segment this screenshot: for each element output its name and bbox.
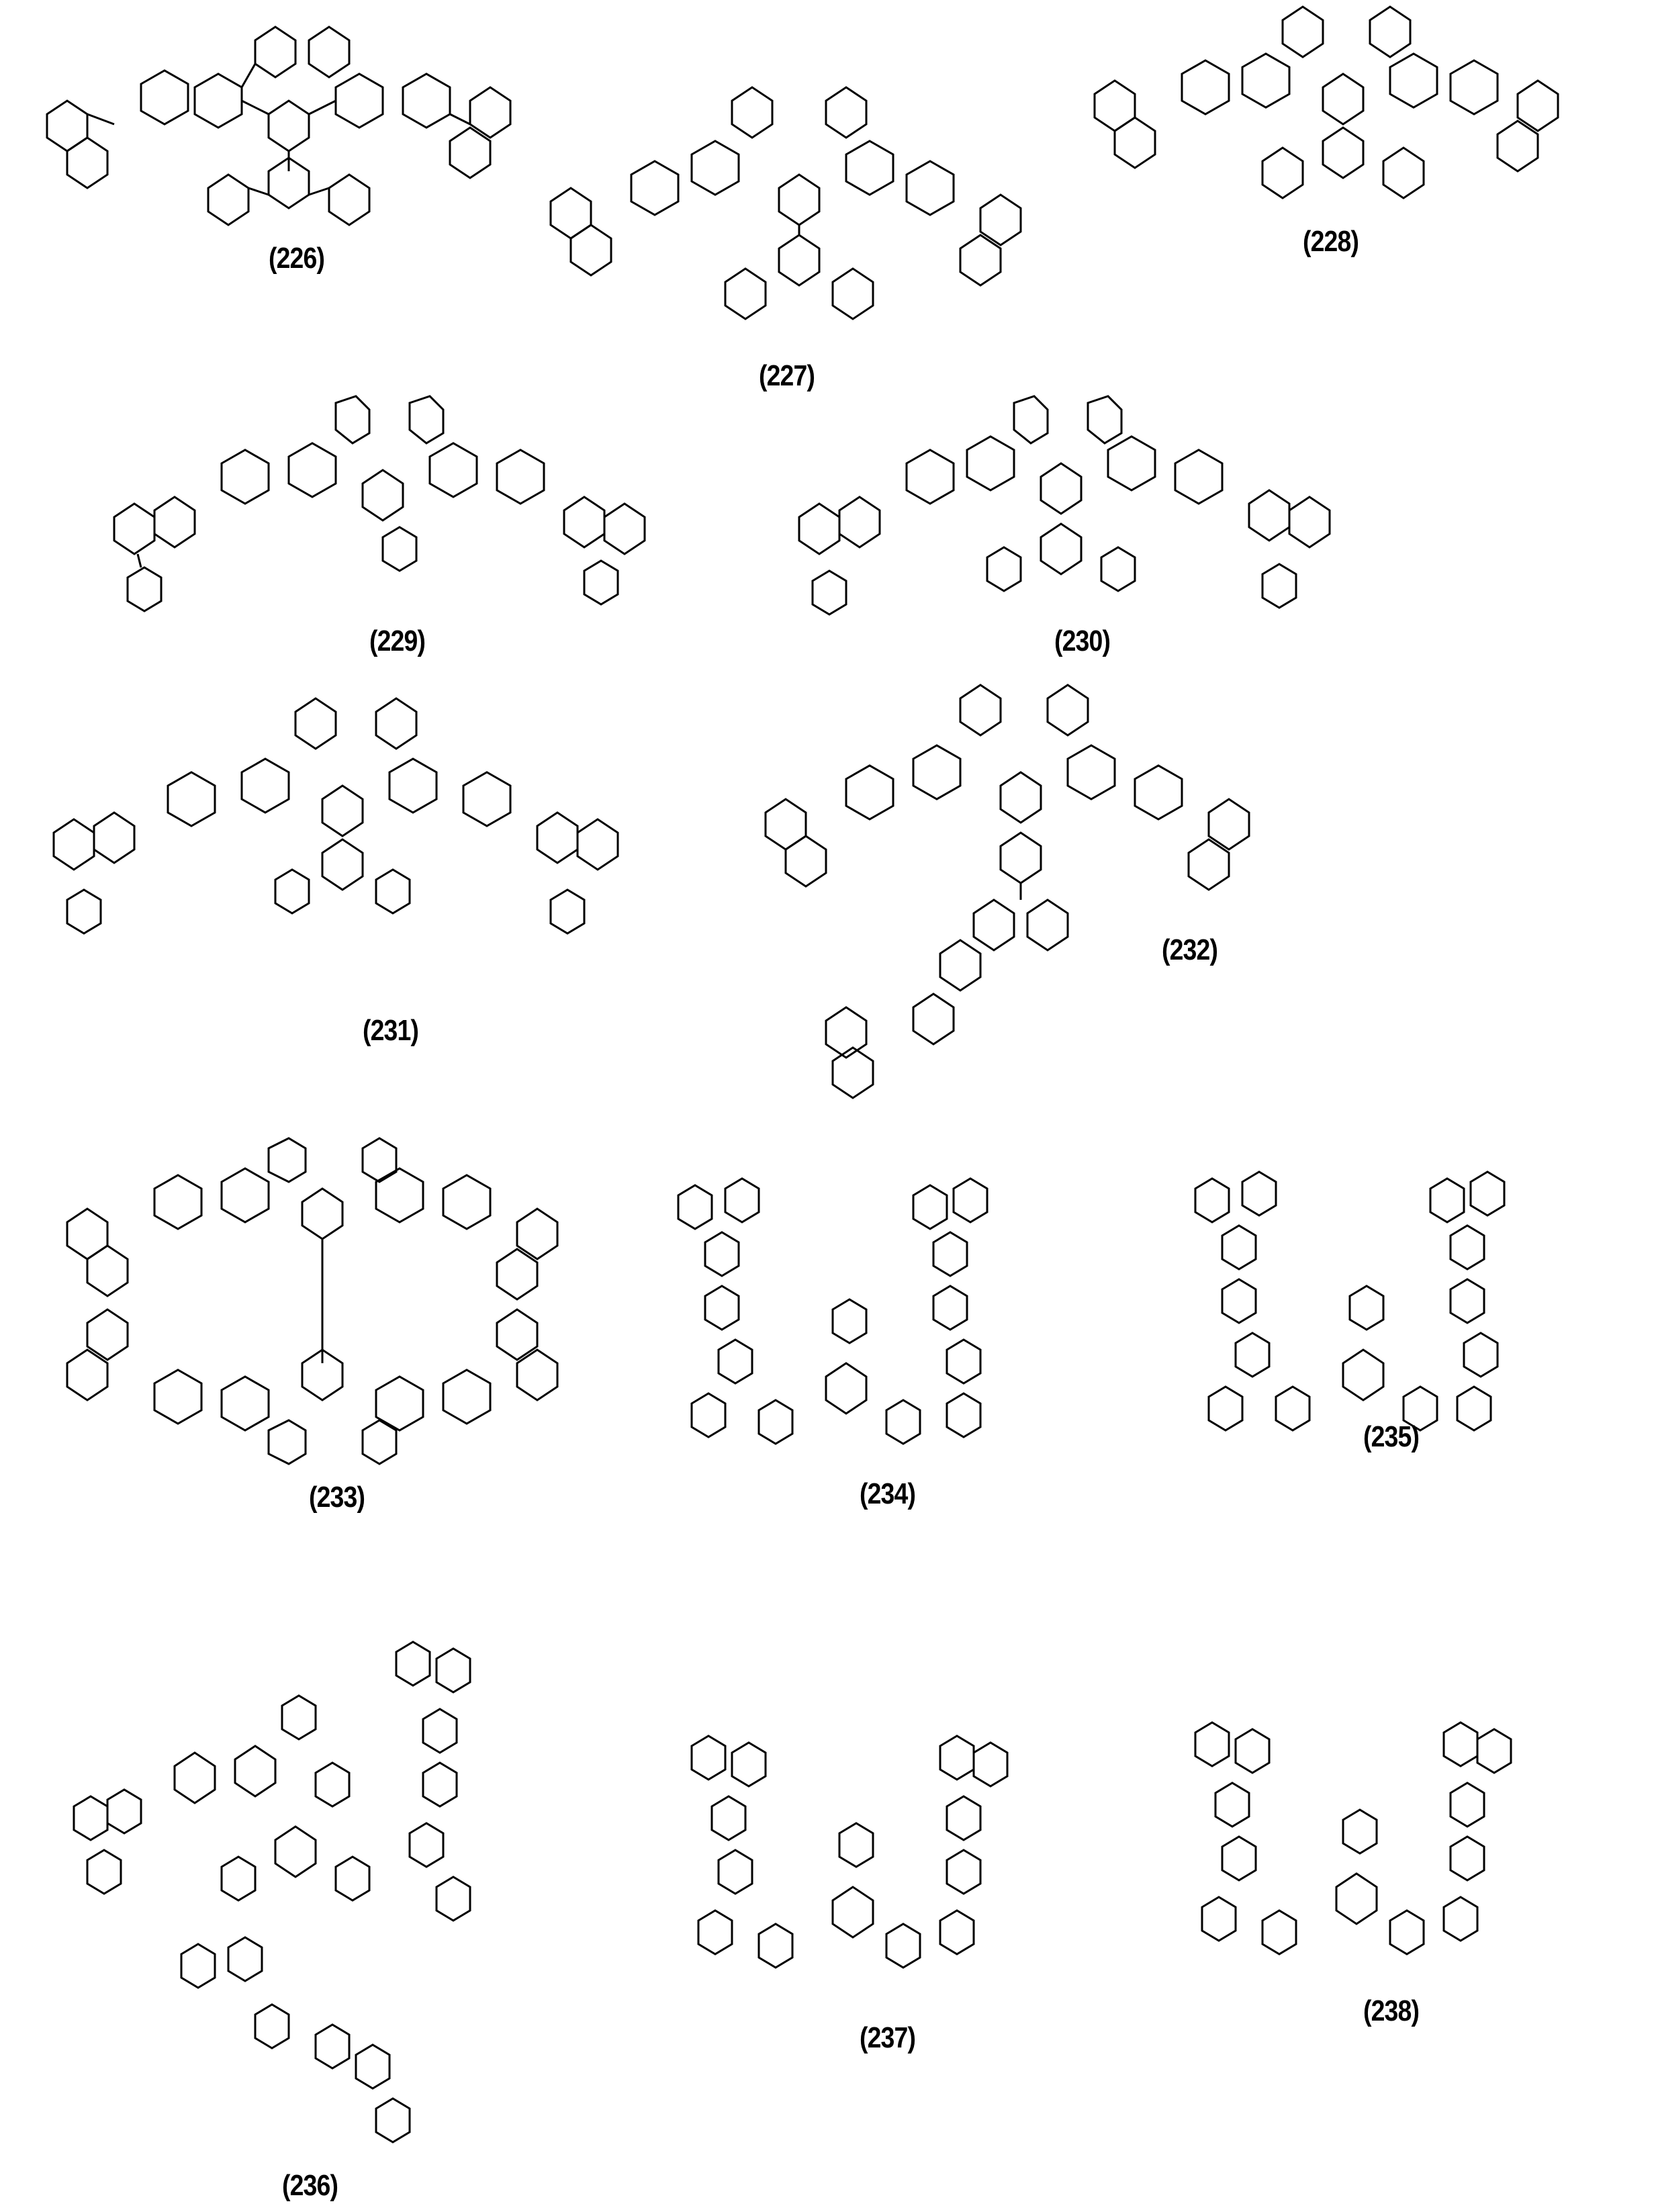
structure-234-drawing [665,1175,1148,1524]
compound-label: (228) [1303,225,1359,259]
compound-235: (235) [1182,1155,1652,1504]
structure-228-drawing [1074,7,1652,289]
compound-229: (229) [101,403,732,698]
compound-label: (234) [860,1477,915,1511]
compound-238: (238) [1182,1719,1652,2068]
compound-231: (231) [40,685,766,1061]
structure-233-drawing [47,1142,692,1518]
compound-234: (234) [665,1175,1148,1524]
structure-236-drawing [60,1639,611,2209]
compound-label: (237) [860,2021,915,2055]
compound-label: (227) [759,359,815,393]
compound-label: (235) [1363,1420,1419,1454]
structure-227-drawing [531,81,1108,396]
compound-237: (237) [678,1733,1148,2082]
structure-232-drawing [745,645,1484,1142]
compound-label: (231) [363,1014,418,1048]
compound-227: (227) [531,81,1108,396]
compound-label: (238) [1363,1994,1419,2028]
compound-228: (228) [1074,7,1652,289]
compound-label: (226) [269,242,324,275]
compound-233: (233) [47,1142,692,1518]
compound-label: (236) [282,2169,338,2203]
compound-226: (226) [27,13,584,295]
compound-label: (233) [309,1481,365,1514]
compound-label: (229) [369,625,425,658]
compound-label: (232) [1162,933,1217,967]
compound-236: (236) [60,1639,611,2209]
structure-231-drawing [40,685,766,1061]
compound-232: (232) [745,645,1484,1142]
